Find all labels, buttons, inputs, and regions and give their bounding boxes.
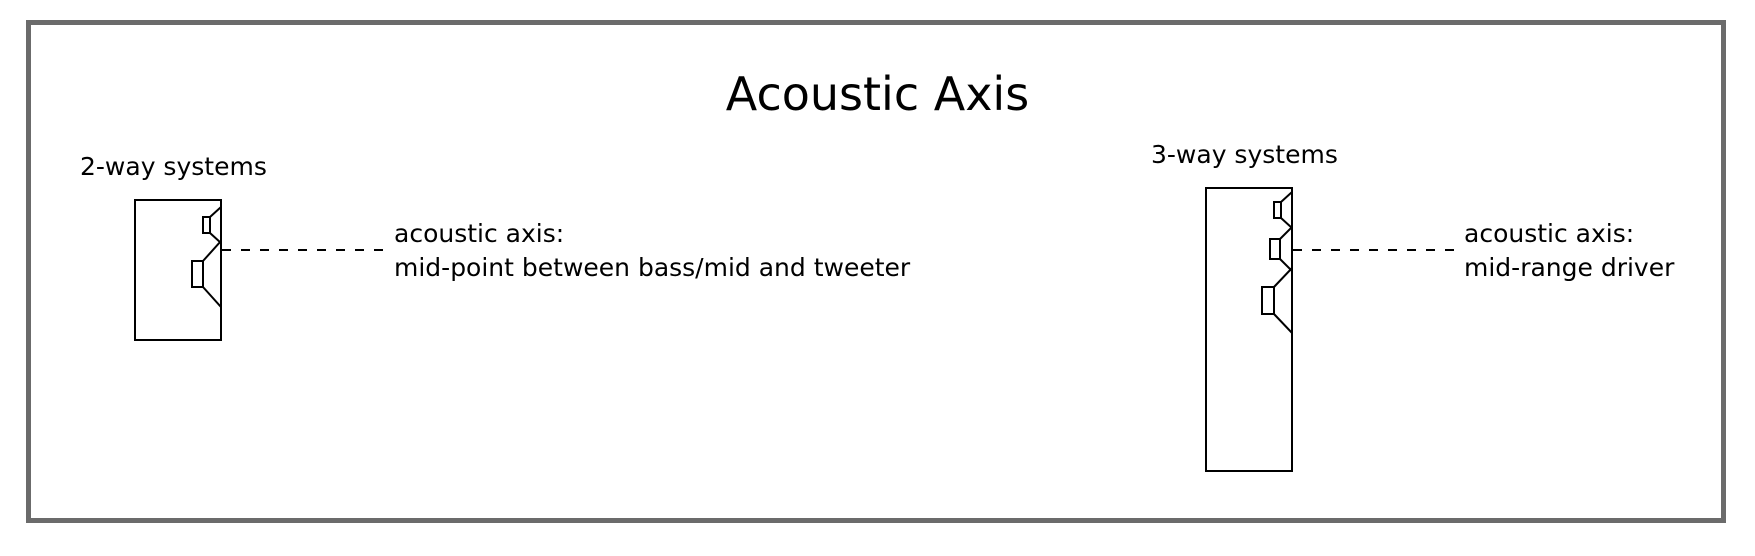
two-way-cabinet [134, 199, 222, 341]
three-way-cabinet [1205, 187, 1293, 472]
three-way-axis-note: acoustic axis: mid-range driver [1464, 217, 1674, 285]
diagram-frame [26, 20, 1726, 523]
two-way-axis-note: acoustic axis: mid-point between bass/mi… [394, 217, 910, 285]
three-way-axis-note-line2: mid-range driver [1464, 253, 1675, 282]
two-way-woofer-icon [191, 238, 222, 310]
page-title: Acoustic Axis [725, 67, 1030, 121]
two-way-axis-note-line1: acoustic axis: [394, 219, 565, 248]
two-way-heading: 2-way systems [80, 152, 267, 181]
three-way-tweeter-icon [1273, 189, 1293, 231]
three-way-midrange-icon [1269, 224, 1293, 274]
three-way-heading: 3-way systems [1151, 140, 1338, 169]
three-way-axis-note-line1: acoustic axis: [1464, 219, 1635, 248]
three-way-woofer-icon [1261, 265, 1293, 336]
two-way-tweeter-icon [202, 204, 222, 246]
two-way-axis-note-line2: mid-point between bass/mid and tweeter [394, 253, 911, 282]
